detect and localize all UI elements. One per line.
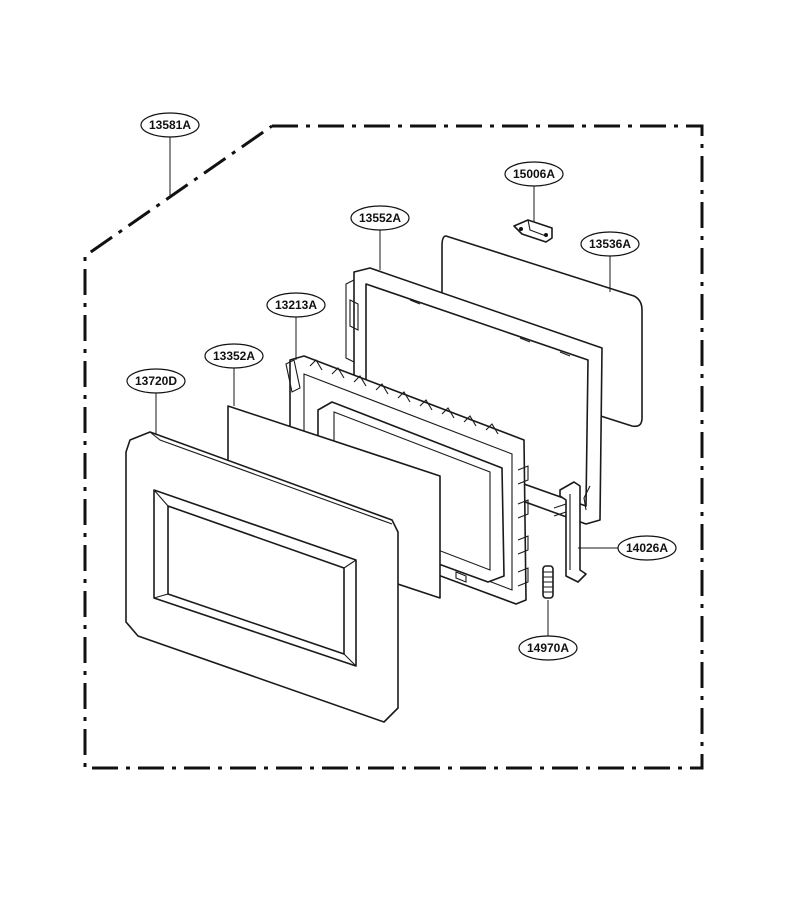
label-14026A: 14026A [617, 535, 677, 561]
hinge-bracket-part [513, 219, 553, 243]
label-13213A: 13213A [266, 292, 326, 318]
label-15006A-text: 15006A [513, 167, 555, 181]
label-13352A-text: 13352A [213, 349, 255, 363]
label-14970A-text: 14970A [527, 641, 569, 655]
label-13213A-text: 13213A [275, 298, 317, 312]
label-13552A: 13552A [350, 205, 410, 231]
label-13536A: 13536A [580, 231, 640, 257]
assembly-boundary [83, 124, 704, 770]
label-14970A: 14970A [518, 635, 578, 661]
label-13536A-text: 13536A [589, 237, 631, 251]
label-13581A-text: 13581A [149, 118, 191, 132]
label-13352A: 13352A [204, 343, 264, 369]
label-13720D-text: 13720D [135, 374, 177, 388]
label-14026A-text: 14026A [626, 541, 668, 555]
label-13581A: 13581A [140, 112, 200, 138]
door-front-part [125, 431, 399, 723]
label-15006A: 15006A [504, 161, 564, 187]
latch-part [553, 481, 587, 583]
spring-part [542, 565, 554, 599]
label-13552A-text: 13552A [359, 211, 401, 225]
label-13720D: 13720D [126, 368, 186, 394]
